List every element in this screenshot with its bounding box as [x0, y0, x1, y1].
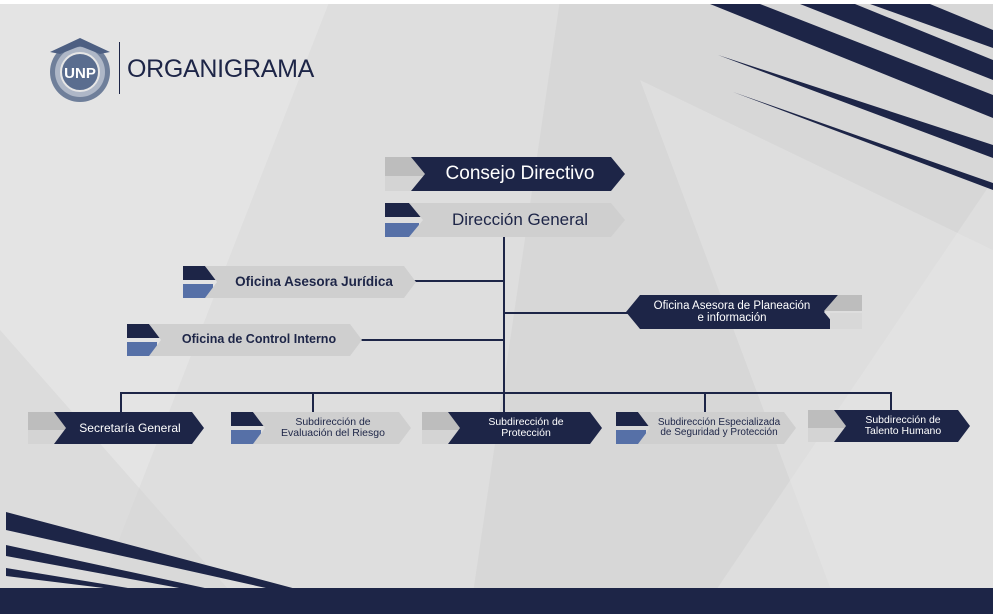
control-connector	[358, 339, 504, 341]
direccion-label: Dirección General	[451, 210, 589, 230]
node-oficina-juridica: Oficina Asesora Jurídica	[183, 266, 416, 298]
title-divider	[119, 42, 120, 94]
node-direccion-general: Dirección General	[385, 203, 625, 237]
secretaria-label: Secretaría General	[79, 420, 181, 435]
node-oficina-planeacion: Oficina Asesora de Planeación e informac…	[626, 295, 862, 329]
top-right-stripes	[710, 4, 993, 190]
evaluacion-label: Subdirección de Evaluación del Riesgo	[281, 415, 385, 439]
planeacion-connector	[504, 312, 632, 314]
control-label: Oficina de Control Interno	[181, 332, 337, 347]
drop-especializada	[704, 392, 706, 412]
drop-evaluacion	[312, 392, 314, 412]
planeacion-label: Oficina Asesora de Planeación e informac…	[653, 299, 811, 324]
footer-bar	[0, 588, 993, 614]
drop-secretaria	[120, 392, 122, 412]
main-vertical-line	[503, 235, 505, 393]
bottom-left-stripes	[6, 512, 300, 590]
node-subdireccion-talento: Subdirección de Talento Humano	[808, 410, 970, 442]
juridica-label: Oficina Asesora Jurídica	[235, 273, 393, 289]
bottom-horizontal-line	[120, 392, 892, 394]
node-consejo-directivo: Consejo Directivo	[385, 157, 625, 191]
node-subdireccion-evaluacion: Subdirección de Evaluación del Riesgo	[231, 412, 411, 444]
unp-logo: UNP	[42, 32, 118, 108]
node-subdireccion-proteccion: Subdirección de Protección	[422, 412, 602, 444]
drop-talento	[890, 392, 892, 412]
drop-proteccion	[503, 392, 505, 412]
consejo-label: Consejo Directivo	[445, 163, 595, 185]
especializada-label: Subdirección Especializada de Seguridad …	[657, 416, 781, 438]
page-title: ORGANIGRAMA	[127, 55, 314, 83]
logo-lettering: UNP	[64, 65, 96, 82]
talento-label: Subdirección de Talento Humano	[864, 413, 942, 437]
juridica-connector	[414, 280, 504, 282]
node-secretaria-general: Secretaría General	[28, 412, 204, 444]
node-subdireccion-especializada: Subdirección Especializada de Seguridad …	[616, 412, 796, 444]
node-oficina-control: Oficina de Control Interno	[127, 324, 362, 356]
proteccion-label: Subdirección de Protección	[488, 415, 564, 439]
